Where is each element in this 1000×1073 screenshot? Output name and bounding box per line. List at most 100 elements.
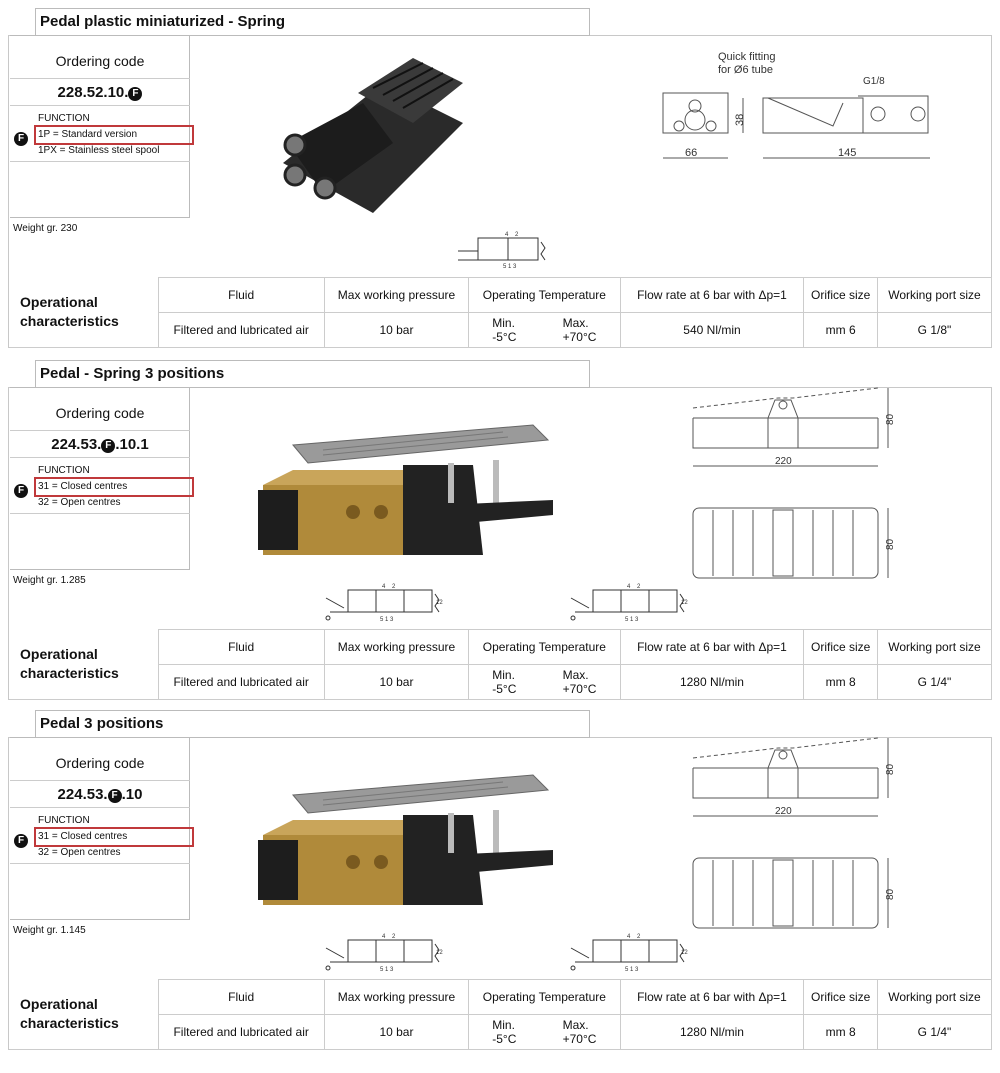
function-label: FUNCTION: [38, 815, 90, 826]
divider: [10, 863, 190, 864]
ordering-code-box: Ordering code 228.52.10.F F FUNCTION 1P …: [10, 35, 194, 218]
function-badge-icon: F: [14, 484, 28, 498]
temp-max: +70°C: [562, 1032, 597, 1046]
function-option-selected[interactable]: 1P = Standard version: [34, 125, 194, 145]
function-option-selected[interactable]: 31 = Closed centres: [34, 827, 194, 847]
temp-min-label: Min.: [492, 1018, 515, 1032]
port-label: 4: [382, 934, 386, 940]
value-fluid: Filtered and lubricated air: [157, 312, 325, 348]
weight: Weight gr. 1.285: [13, 575, 86, 586]
divider: [10, 513, 190, 514]
product-photo: [258, 424, 553, 555]
value-port: G 1/4": [876, 664, 993, 700]
header-fluid: Fluid: [157, 979, 325, 1015]
temp-min-label: Min.: [492, 668, 515, 682]
header-port: Working port size: [876, 629, 993, 665]
dim-width: 220: [775, 456, 792, 467]
port-label: 4: [627, 934, 631, 940]
header-orifice: Orifice size: [803, 277, 878, 313]
product-section-1: Pedal plastic miniaturized - Spring Orde…: [8, 8, 993, 350]
value-pressure: 10 bar: [323, 664, 470, 700]
function-options: FUNCTION 1P = Standard version 1PX = Sta…: [34, 111, 194, 159]
header-pressure: Max working pressure: [323, 979, 470, 1015]
value-port: G 1/4": [876, 1014, 993, 1050]
product-title: Pedal 3 positions: [35, 710, 590, 738]
header-orifice: Orifice size: [803, 629, 878, 665]
function-badge-icon: F: [14, 132, 28, 146]
value-orifice: mm 8: [803, 664, 878, 700]
dimension-drawing: 220 80 80: [692, 737, 896, 929]
dim-width: 220: [775, 806, 792, 817]
ordering-code-label: Ordering code: [55, 755, 145, 771]
port-label: 5 1 3: [380, 967, 394, 973]
ordering-code[interactable]: 224.53.F.10.1: [10, 430, 190, 458]
header-port: Working port size: [876, 979, 993, 1015]
dimension-drawing: 220 80 80: [692, 387, 896, 579]
function-badge-icon: F: [128, 87, 143, 101]
port-label: 5 1 3: [503, 264, 517, 270]
port-label: 4: [627, 584, 631, 590]
thread-label: G1/8: [863, 76, 885, 87]
header-orifice: Orifice size: [803, 979, 878, 1015]
header-flow: Flow rate at 6 bar with Δp=1: [619, 629, 805, 665]
value-orifice: mm 6: [803, 312, 878, 348]
code-prefix: 224.53.: [51, 436, 102, 453]
header-pressure: Max working pressure: [323, 629, 470, 665]
temp-max-label: Max.: [562, 1018, 589, 1032]
value-temp: Min.-5°C Max.+70°C: [468, 664, 621, 700]
ordering-code-box: Ordering code 224.53.F.10 F FUNCTION 31 …: [10, 737, 194, 920]
weight: Weight gr. 230: [13, 223, 78, 234]
temp-min: -5°C: [492, 330, 517, 344]
dim-depth: 80: [885, 538, 896, 550]
dim-height: 80: [885, 413, 896, 425]
ordering-code-label: Ordering code: [55, 53, 145, 69]
product-section-3: Pedal 3 positions Ordering code 224.53.F…: [8, 710, 993, 1052]
function-option[interactable]: 32 = Open centres: [38, 497, 121, 508]
port-label: 2: [637, 584, 641, 590]
function-option-selected[interactable]: 31 = Closed centres: [34, 477, 194, 497]
header-temp: Operating Temperature: [468, 979, 621, 1015]
temp-max: +70°C: [562, 330, 597, 344]
temp-max-label: Max.: [562, 668, 589, 682]
valve-symbol: 4 2 5 1 3 12: [570, 584, 688, 623]
function-option[interactable]: 32 = Open centres: [38, 847, 121, 858]
port-label: 2: [515, 232, 519, 238]
temp-max: +70°C: [562, 682, 597, 696]
temp-min: -5°C: [492, 682, 517, 696]
dim-depth: 80: [885, 888, 896, 900]
port-label: 4: [505, 232, 509, 238]
product-photo: [258, 774, 553, 905]
value-pressure: 10 bar: [323, 312, 470, 348]
function-label: FUNCTION: [38, 465, 90, 476]
table-label: Operational characteristics: [10, 277, 158, 348]
valve-symbol: 4 2 5 1 3: [458, 232, 546, 270]
function-badge-icon: F: [101, 439, 116, 453]
product-title: Pedal - Spring 3 positions: [35, 360, 590, 388]
valve-symbol: 4 2 5 1 3 12: [325, 934, 443, 973]
port-label: 12: [681, 600, 688, 606]
port-label: 5 1 3: [625, 967, 639, 973]
header-fluid: Fluid: [157, 277, 325, 313]
dim-length: 145: [838, 147, 856, 159]
ordering-code-box: Ordering code 224.53.F.10.1 F FUNCTION 3…: [10, 387, 194, 570]
header-flow: Flow rate at 6 bar with Δp=1: [619, 277, 805, 313]
function-options: FUNCTION 31 = Closed centres 32 = Open c…: [34, 463, 194, 511]
function-badge-icon: F: [14, 834, 28, 848]
ordering-code[interactable]: 228.52.10.F: [10, 78, 190, 106]
temp-max-label: Max.: [562, 316, 589, 330]
product-photo: [283, 58, 463, 213]
code-suffix: .10: [121, 786, 143, 803]
value-fluid: Filtered and lubricated air: [157, 664, 325, 700]
function-option[interactable]: 1PX = Stainless steel spool: [38, 145, 160, 156]
port-label: 12: [681, 950, 688, 956]
header-port: Working port size: [876, 277, 993, 313]
value-flow: 540 Nl/min: [619, 312, 805, 348]
function-label: FUNCTION: [38, 113, 90, 124]
temp-min: -5°C: [492, 1032, 517, 1046]
dim-height: 80: [885, 763, 896, 775]
value-flow: 1280 Nl/min: [619, 664, 805, 700]
value-flow: 1280 Nl/min: [619, 1014, 805, 1050]
ordering-code[interactable]: 224.53.F.10: [10, 780, 190, 808]
